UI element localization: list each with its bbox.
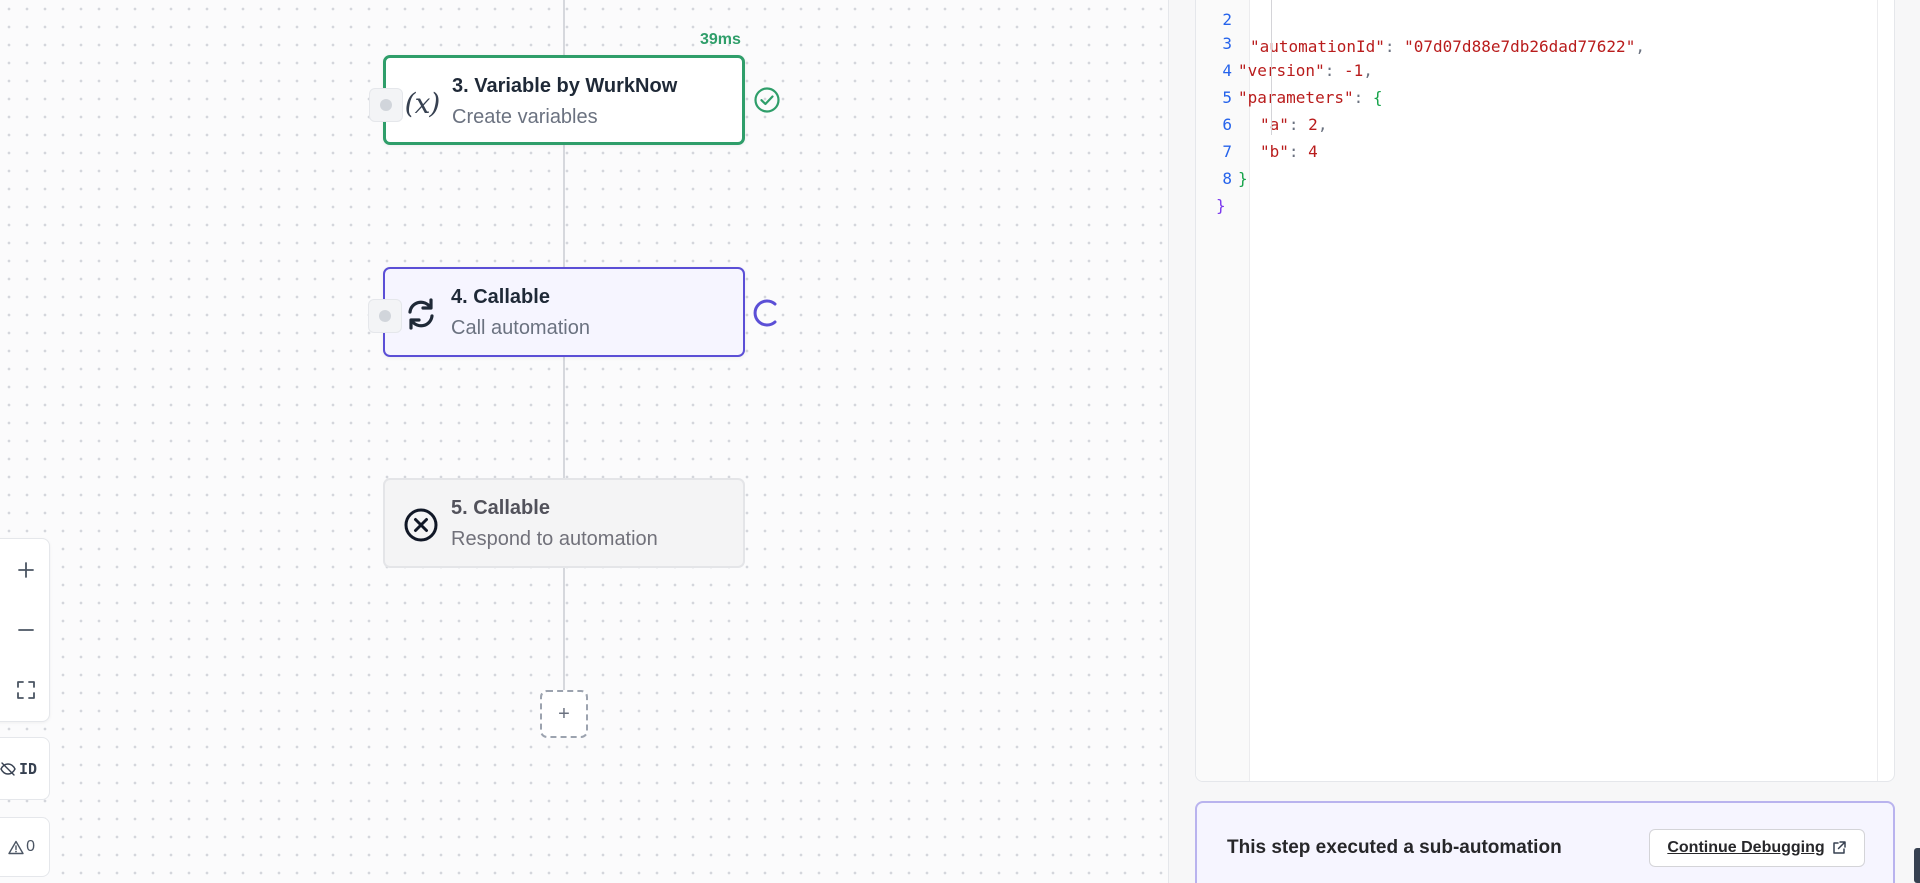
id-toggle-label: ID bbox=[18, 759, 37, 778]
line-number: 4 bbox=[1222, 61, 1232, 80]
flow-node-step4[interactable]: 4. Callable Call automation bbox=[368, 267, 745, 357]
line-number: 5 bbox=[1222, 88, 1232, 107]
node-title: 5. Callable bbox=[451, 497, 550, 519]
editor-scroll-track[interactable] bbox=[1877, 0, 1878, 781]
line-number-gutter bbox=[1196, 0, 1250, 781]
code-text: "automationId": "07d07d88e7db26dad77622"… bbox=[1250, 37, 1645, 56]
line-number: 6 bbox=[1222, 115, 1232, 134]
add-step-button[interactable]: + bbox=[540, 690, 588, 738]
toggle-node-ids-button[interactable]: ID bbox=[0, 737, 50, 800]
node-title: 4. Callable bbox=[451, 286, 550, 308]
edge-3-4 bbox=[563, 144, 565, 267]
code-line: 5 "a": 2, bbox=[1196, 57, 1894, 134]
node-title: 3. Variable by WurkNow bbox=[452, 75, 678, 97]
canvas-zoom-controls bbox=[0, 538, 50, 722]
close-circle-icon bbox=[404, 508, 438, 542]
variable-icon: (x) bbox=[404, 86, 441, 120]
code-text: "version": -1, bbox=[1238, 61, 1373, 80]
sync-icon bbox=[408, 298, 434, 330]
fit-view-icon bbox=[17, 681, 35, 699]
edge-top bbox=[563, 0, 565, 55]
zoom-out-button[interactable] bbox=[1, 605, 51, 655]
edge-5-add bbox=[563, 567, 565, 690]
fit-view-button[interactable] bbox=[1, 665, 51, 715]
step-details-panel: 2 "automationId": "07d07d88e7db26dad7762… bbox=[1168, 0, 1920, 883]
code-line: 7 } bbox=[1196, 111, 1894, 188]
eye-off-icon bbox=[0, 761, 16, 776]
indent-guide bbox=[1271, 0, 1272, 135]
continue-debugging-label: Continue Debugging bbox=[1667, 839, 1825, 856]
code-text: } bbox=[1238, 169, 1248, 188]
code-line: 3 "version": -1, bbox=[1196, 3, 1894, 80]
node-input-handle[interactable] bbox=[368, 299, 402, 333]
line-number: 8 bbox=[1222, 169, 1232, 188]
sub-automation-banner: This step executed a sub-automation Cont… bbox=[1195, 801, 1895, 883]
node-subtitle: Respond to automation bbox=[451, 528, 658, 550]
panel-scrollbar[interactable] bbox=[1914, 848, 1920, 883]
json-code-editor[interactable]: 2 "automationId": "07d07d88e7db26dad7762… bbox=[1195, 0, 1895, 782]
code-text: "parameters": { bbox=[1238, 88, 1383, 107]
step-duration: 39ms bbox=[700, 31, 741, 48]
node-subtitle: Call automation bbox=[451, 317, 590, 339]
plus-icon bbox=[18, 562, 34, 578]
code-line: 2 "automationId": "07d07d88e7db26dad7762… bbox=[1196, 0, 1894, 56]
minus-icon bbox=[18, 629, 34, 631]
warnings-button[interactable]: 0 bbox=[0, 817, 50, 877]
code-line: 6 "b": 4 bbox=[1196, 84, 1894, 161]
code-text: } bbox=[1216, 196, 1226, 215]
code-text: "b": 4 bbox=[1260, 142, 1318, 161]
external-link-icon bbox=[1832, 841, 1846, 854]
flow-node-step3[interactable]: (x) 3. Variable by WurkNow Create variab… bbox=[369, 55, 745, 145]
warning-count: 0 bbox=[26, 838, 35, 855]
flow-canvas[interactable]: 39ms (x) 3. Variable by WurkNow Create v… bbox=[0, 0, 1168, 883]
zoom-in-button[interactable] bbox=[1, 545, 51, 595]
loading-spinner-icon bbox=[753, 299, 777, 327]
node-input-handle[interactable] bbox=[369, 88, 403, 122]
code-line: 4 "parameters": { bbox=[1196, 30, 1894, 107]
flow-node-step5[interactable]: 5. Callable Respond to automation bbox=[383, 478, 745, 568]
warning-icon bbox=[8, 840, 24, 854]
check-circle-icon bbox=[754, 87, 780, 113]
line-number: 7 bbox=[1222, 142, 1232, 161]
node-subtitle: Create variables bbox=[452, 106, 598, 128]
continue-debugging-button[interactable]: Continue Debugging bbox=[1649, 829, 1865, 867]
code-text: "a": 2, bbox=[1260, 115, 1328, 134]
code-line: 8 } bbox=[1196, 138, 1894, 215]
line-number: 2 bbox=[1222, 10, 1232, 29]
edge-4-5 bbox=[563, 356, 565, 478]
sub-automation-message: This step executed a sub-automation bbox=[1227, 837, 1562, 858]
line-number: 3 bbox=[1222, 34, 1232, 53]
